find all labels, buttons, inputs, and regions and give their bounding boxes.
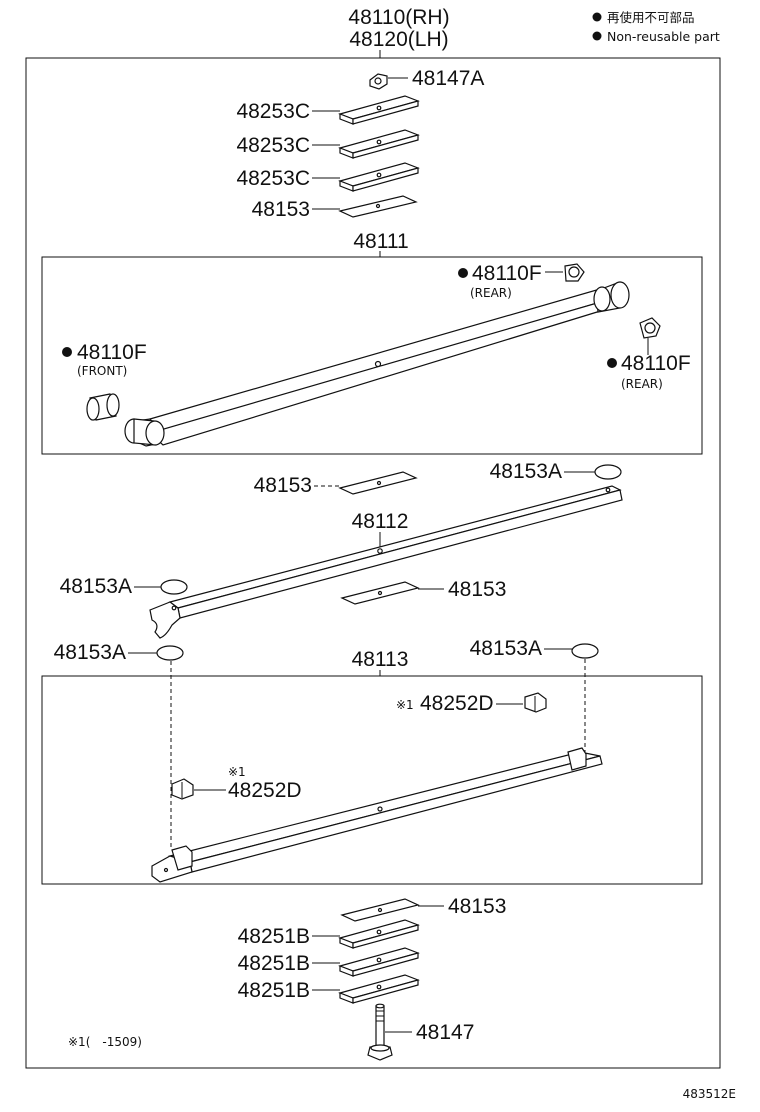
main-leaf-spring-48111-icon (124, 281, 630, 447)
label-48147A[interactable]: 48147A (412, 67, 484, 90)
pad-48153A-icon (160, 579, 188, 595)
note-rear-right: (REAR) (621, 377, 663, 391)
liner-48153-icon (338, 195, 418, 218)
liner-48153-icon (338, 471, 418, 495)
outer-frame (25, 57, 721, 1069)
mark-left: ※1 (228, 765, 246, 779)
label-48153A-right1[interactable]: 48153A (490, 460, 562, 483)
clip-48252D-icon (524, 692, 547, 713)
shim-48253C-icon (338, 162, 420, 192)
non-reusable-bullet-icon (62, 347, 72, 357)
bushing-front-icon (86, 393, 120, 421)
shim-48253C-icon (338, 129, 420, 159)
label-48252D-right[interactable]: 48252D (420, 692, 494, 715)
label-48153A-right2[interactable]: 48153A (470, 637, 542, 660)
legend-en: Non-reusable part (607, 29, 720, 44)
label-48147[interactable]: 48147 (416, 1021, 474, 1044)
clip-48252D-icon (171, 778, 194, 800)
pad-48153A-icon (156, 645, 184, 661)
label-48251B-1[interactable]: 48251B (238, 925, 310, 948)
non-reusable-bullet-icon (458, 268, 468, 278)
shim-48251B-icon (338, 947, 420, 977)
label-48251B-3[interactable]: 48251B (238, 979, 310, 1002)
label-48153-mid1[interactable]: 48153 (254, 474, 312, 497)
label-48112[interactable]: 48112 (352, 510, 409, 533)
label-48111[interactable]: 48111 (353, 230, 408, 253)
shim-48251B-icon (338, 974, 420, 1004)
legend-jp: 再使用不可部品 (607, 10, 695, 25)
label-48253C-3[interactable]: 48253C (236, 167, 310, 190)
label-48253C-1[interactable]: 48253C (236, 100, 310, 123)
liner-48153-icon (340, 898, 420, 922)
nut-48147A-icon (369, 73, 388, 90)
box-48111 (41, 256, 703, 455)
box-48113 (41, 675, 703, 885)
label-48153A-left1[interactable]: 48153A (60, 575, 132, 598)
part-number-lh[interactable]: 48120(LH) (349, 28, 448, 51)
pad-48153A-icon (571, 643, 599, 659)
footnote: ※1( -1509) (68, 1035, 142, 1049)
label-48251B-2[interactable]: 48251B (238, 952, 310, 975)
label-48153-top[interactable]: 48153 (252, 198, 310, 221)
diagram-id: 483512E (683, 1087, 736, 1101)
non-reusable-bullet-icon (592, 12, 602, 22)
pad-48153A-icon (594, 464, 622, 480)
label-48153A-left2[interactable]: 48153A (54, 641, 126, 664)
leaf-spring-48113-icon (151, 747, 603, 883)
note-rear-top: (REAR) (470, 286, 512, 300)
bushing-rear-right-icon (639, 317, 661, 339)
label-48153-bottom[interactable]: 48153 (448, 895, 506, 918)
shim-48251B-icon (338, 919, 420, 949)
note-front: (FRONT) (77, 364, 127, 378)
label-48113[interactable]: 48113 (352, 648, 409, 671)
leaf-spring-48112-icon (149, 485, 623, 639)
label-48253C-2[interactable]: 48253C (236, 134, 310, 157)
shim-48253C-icon (338, 95, 420, 125)
liner-48153-icon (340, 581, 420, 605)
non-reusable-bullet-icon (607, 358, 617, 368)
label-48110F-rear-right[interactable]: 48110F (621, 352, 691, 375)
label-48252D-left[interactable]: 48252D (228, 779, 302, 802)
label-48110F-front[interactable]: 48110F (77, 341, 147, 364)
label-48153-mid2[interactable]: 48153 (448, 578, 506, 601)
part-number-rh[interactable]: 48110(RH) (348, 6, 449, 29)
label-48110F-rear-top[interactable]: 48110F (472, 262, 542, 285)
mark-right: ※1 (396, 698, 414, 712)
bushing-rear-top-icon (564, 263, 585, 282)
non-reusable-bullet-icon (592, 31, 602, 41)
bolt-48147-icon (367, 1003, 393, 1061)
